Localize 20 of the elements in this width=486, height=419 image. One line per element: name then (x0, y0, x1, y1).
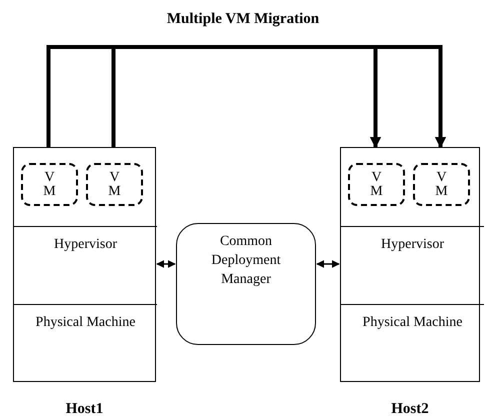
vm-box (413, 163, 470, 206)
vm-label: V M (108, 170, 122, 198)
diagram-title: Multiple VM Migration (166, 10, 320, 29)
vm-label: V M (370, 170, 384, 198)
node-label: Physical Machine (34, 314, 136, 332)
manager-box (176, 223, 316, 345)
host-label: Host2 (390, 400, 430, 419)
arrow (156, 260, 176, 268)
vm-box (21, 163, 78, 206)
node-label: Hypervisor (380, 236, 445, 254)
arrow (316, 260, 340, 268)
node-label: Physical Machine (362, 314, 464, 332)
node-label: Common Deployment Manager (210, 233, 282, 289)
vm-label: V M (42, 170, 56, 198)
node-label: Hypervisor (53, 236, 118, 254)
host-box (13, 147, 156, 382)
vm-box (86, 163, 143, 206)
vm-box (348, 163, 405, 206)
host-label: Host1 (64, 400, 104, 419)
vm-label: V M (434, 170, 448, 198)
